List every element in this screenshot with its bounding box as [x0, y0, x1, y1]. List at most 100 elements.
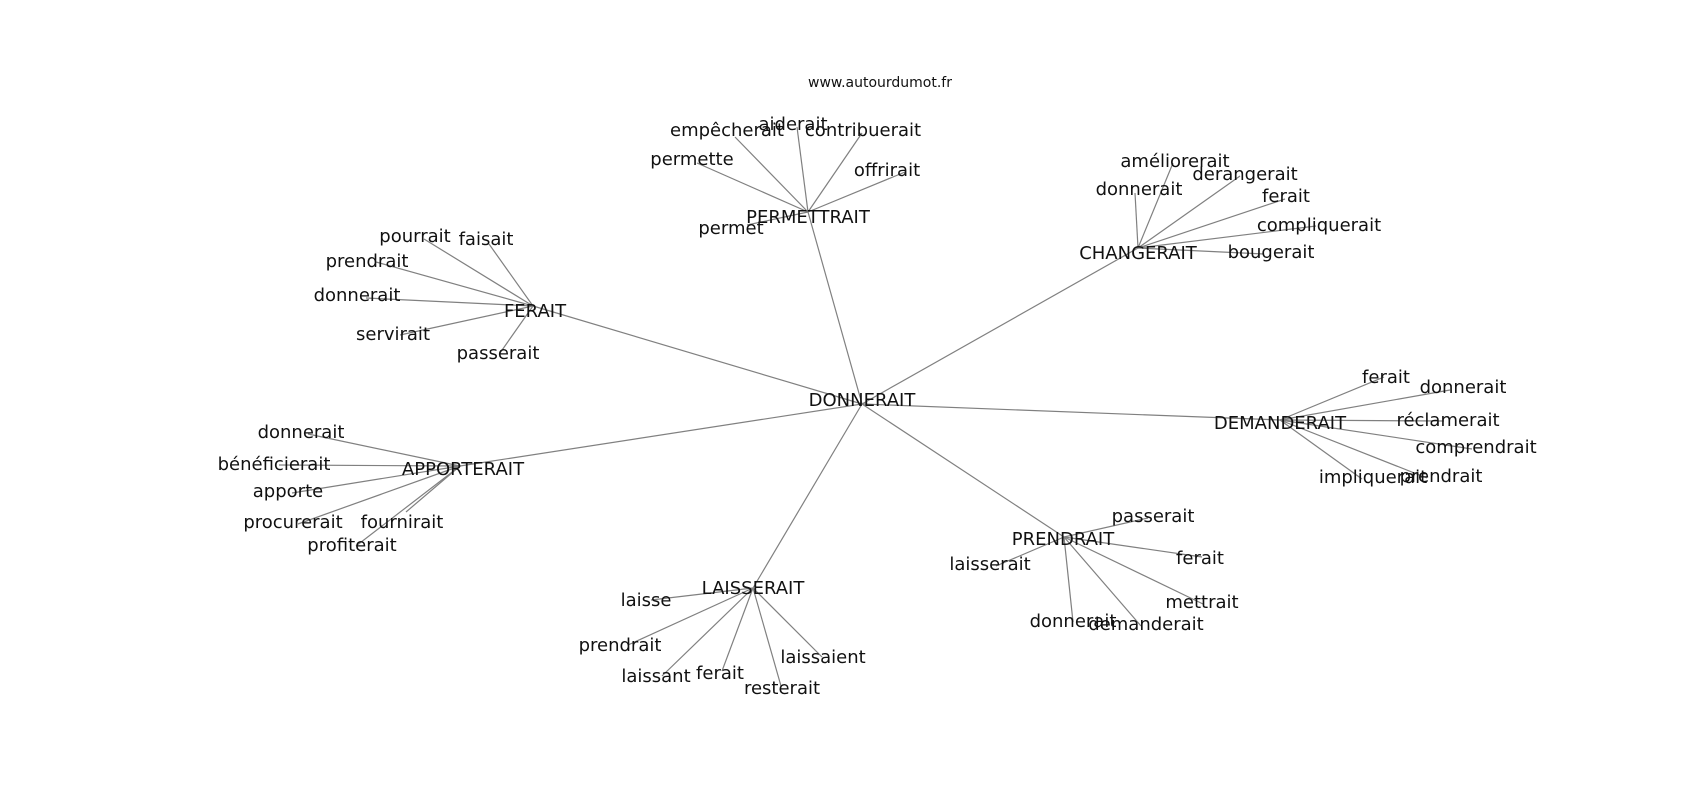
- word-edge: [1137, 225, 1317, 249]
- word-edge: [291, 465, 461, 494]
- word-edge: [1137, 247, 1265, 255]
- related-word: profiterait: [307, 535, 396, 556]
- word-edge: [1137, 198, 1286, 249]
- related-word: contribuerait: [805, 120, 921, 141]
- center-word: DONNERAIT: [809, 390, 917, 411]
- word-edge: [734, 136, 809, 213]
- word-edge: [696, 162, 809, 213]
- word-edge: [355, 465, 461, 547]
- word-edge: [807, 132, 863, 213]
- word-edge: [796, 126, 809, 213]
- word-edge: [1137, 162, 1174, 249]
- word-edge: [1279, 419, 1473, 450]
- group-prendrait: PRENDRAIT passerait laisserait ferait me…: [949, 506, 1238, 635]
- word-edge: [752, 587, 823, 658]
- related-word: permet: [698, 218, 763, 239]
- center-edge: [861, 403, 1281, 421]
- word-edge: [1279, 389, 1451, 421]
- word-edge: [307, 433, 461, 467]
- related-word: empêcherait: [670, 120, 784, 141]
- group-changerait: CHANGERAIT améliorerait derangerait donn…: [1079, 151, 1381, 264]
- related-word: pourrait: [379, 226, 450, 247]
- group-permettrait: PERMETTRAIT empêcherait aiderait contrib…: [650, 114, 921, 239]
- center-edge: [861, 403, 1065, 538]
- word-edge: [1137, 175, 1241, 249]
- center-edge: [861, 247, 1139, 405]
- group-demanderait: DEMANDERAIT ferait donnerait réclamerait…: [1214, 367, 1537, 488]
- related-word: derangerait: [1192, 164, 1297, 185]
- related-word: prendrait: [1400, 466, 1483, 487]
- related-word: servirait: [356, 324, 430, 345]
- word-edge: [1279, 419, 1363, 480]
- group-label: DEMANDERAIT: [1214, 413, 1347, 434]
- word-edge: [1279, 419, 1445, 422]
- group-label: LAISSERAIT: [702, 578, 806, 599]
- related-word: laisserait: [949, 554, 1030, 575]
- related-word: prendrait: [326, 251, 409, 272]
- word-edge: [365, 297, 534, 307]
- related-word: prendrait: [579, 635, 662, 656]
- word-edge: [1279, 376, 1385, 421]
- related-word: comprendrait: [1415, 437, 1536, 458]
- word-edge: [627, 587, 754, 646]
- center-edge: [807, 211, 863, 405]
- related-word: permette: [650, 149, 733, 170]
- word-edge: [399, 305, 534, 336]
- related-word: laisse: [621, 590, 672, 611]
- word-edge: [1063, 536, 1074, 623]
- graph-edges: [278, 126, 1473, 687]
- word-edge: [752, 587, 782, 687]
- related-word: impliquerait: [1319, 467, 1427, 488]
- related-word: ferait: [1176, 548, 1224, 569]
- group-ferait: FERAIT pourrait faisait prendrait donner…: [314, 226, 567, 364]
- related-word: bougerait: [1228, 242, 1315, 263]
- related-word: ferait: [1362, 367, 1410, 388]
- related-word: donnerait: [1096, 179, 1183, 200]
- center-edge: [752, 403, 863, 589]
- group-label: CHANGERAIT: [1079, 243, 1198, 264]
- related-word: ferait: [696, 663, 744, 684]
- related-word: améliorerait: [1120, 151, 1229, 172]
- group-label: FERAIT: [504, 301, 567, 322]
- site-credit: www.autourdumot.fr: [808, 75, 952, 91]
- word-edge: [650, 587, 754, 601]
- related-word: donnerait: [258, 422, 345, 443]
- related-word: réclamerait: [1396, 410, 1499, 431]
- related-word: mettrait: [1165, 592, 1238, 613]
- group-laisserait: LAISSERAIT laisse prendrait laissant fer…: [579, 578, 866, 699]
- related-word: apporte: [253, 481, 323, 502]
- group-label: APPORTERAIT: [402, 459, 525, 480]
- word-edge: [1134, 192, 1139, 249]
- group-apporterait: APPORTERAIT donnerait bénéficierait appo…: [218, 422, 525, 556]
- related-word: aiderait: [758, 114, 827, 135]
- related-word: passerait: [457, 343, 540, 364]
- related-word: laissant: [621, 666, 690, 687]
- word-edge: [297, 465, 461, 525]
- related-word: ferait: [1262, 186, 1310, 207]
- word-edge: [278, 464, 461, 467]
- related-word: fournirait: [361, 512, 444, 533]
- word-edge: [1063, 517, 1149, 538]
- group-label: PRENDRAIT: [1012, 529, 1115, 550]
- word-edge: [499, 305, 534, 354]
- related-word: donnerait: [314, 285, 401, 306]
- word-edge: [488, 243, 534, 307]
- word-edge: [995, 536, 1065, 567]
- related-word: bénéficierait: [218, 454, 331, 475]
- word-edge: [1279, 419, 1428, 479]
- center-edge: [532, 305, 863, 405]
- related-word: demanderait: [1088, 614, 1203, 635]
- related-word: resterait: [744, 678, 820, 699]
- related-word: procurerait: [243, 512, 342, 533]
- related-word: passerait: [1112, 506, 1195, 527]
- word-edge: [423, 238, 534, 307]
- word-edge: [661, 587, 754, 677]
- related-word: compliquerait: [1257, 215, 1381, 236]
- word-edge: [1063, 536, 1142, 627]
- word-edge: [721, 587, 754, 672]
- related-word: donnerait: [1030, 611, 1117, 632]
- word-edge: [746, 211, 809, 226]
- word-edge: [807, 171, 906, 213]
- related-word: laissaient: [780, 647, 865, 668]
